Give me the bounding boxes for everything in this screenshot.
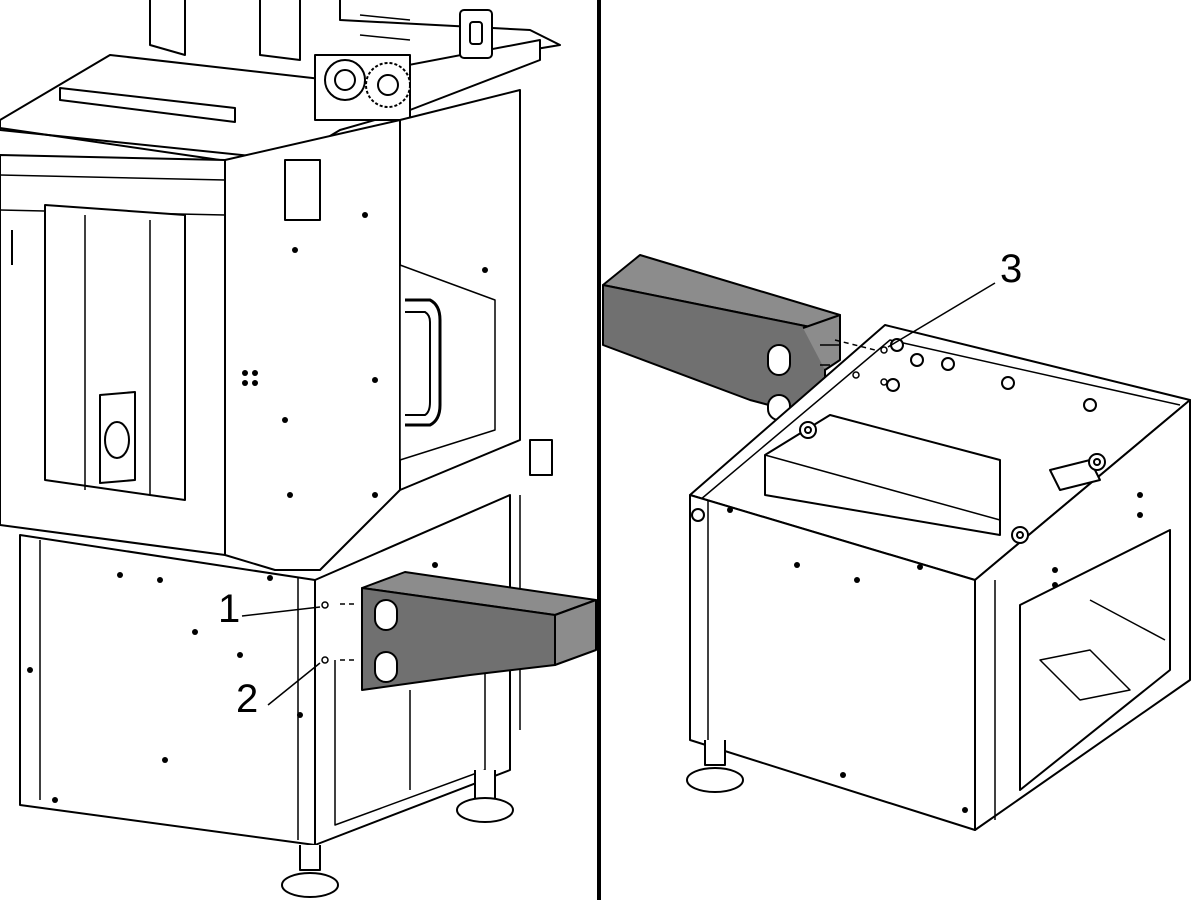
door-handle: [405, 298, 442, 427]
motor-assembly: [314, 9, 493, 121]
callout-2: 2: [236, 677, 258, 721]
leader-line-3: [887, 282, 996, 348]
leveling-foot-right: [686, 740, 744, 793]
fasteners-right: [727, 492, 1143, 813]
column-top: [149, 0, 561, 61]
upper-enclosure-front: [0, 154, 273, 556]
mounting-holes-right: [834, 339, 888, 386]
leader-line-1: [241, 606, 321, 617]
leveling-feet-left: [281, 770, 514, 898]
mounting-holes-left: [321, 601, 356, 664]
upper-enclosure-side: [224, 89, 553, 571]
fasteners-left: [27, 212, 488, 803]
top-fasteners: [691, 338, 1106, 544]
callout-3: 3: [1000, 247, 1022, 291]
leader-line-2: [267, 662, 321, 706]
callout-1: 1: [218, 587, 240, 631]
right-panel: [602, 254, 1191, 831]
mounting-bracket-left: [361, 571, 597, 691]
left-panel: [0, 0, 597, 898]
internal-block: [764, 414, 1101, 536]
